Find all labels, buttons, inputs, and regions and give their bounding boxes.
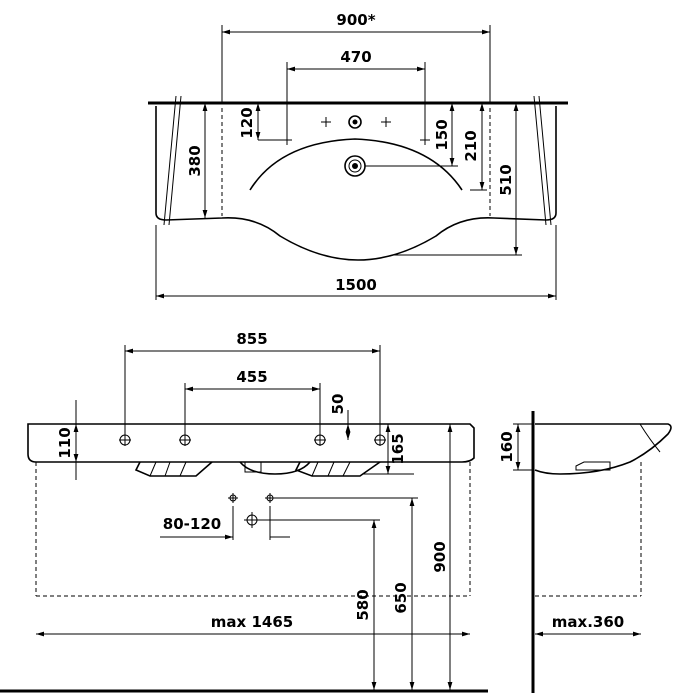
dim-210: 210 [462, 130, 480, 161]
tap-hole [348, 115, 362, 129]
dim-max-360: max.360 [552, 613, 624, 631]
front-view: 855 455 50 110 165 80-120 [0, 330, 488, 693]
dim-50: 50 [329, 394, 347, 415]
dim-855: 855 [236, 330, 267, 348]
dim-80-120: 80-120 [163, 515, 221, 533]
mounting-holes [119, 434, 386, 446]
bowl-outline [249, 138, 463, 191]
top-view: 900* 470 120 380 150 210 510 1500 [148, 11, 568, 300]
break-mark-left [163, 95, 177, 226]
dim-1500: 1500 [335, 276, 377, 294]
dim-380: 380 [186, 145, 204, 176]
dim-120: 120 [238, 107, 256, 138]
dim-900-height: 900 [431, 541, 449, 572]
dim-470: 470 [340, 48, 371, 66]
side-view: 160 max.360 [498, 411, 672, 693]
dim-160: 160 [498, 431, 516, 462]
dim-455: 455 [236, 368, 267, 386]
side-waste [575, 461, 611, 471]
basin-outline-top [155, 106, 557, 261]
basin-underside [134, 461, 381, 477]
basin-front-outline [27, 423, 475, 463]
tap-hole-markers [282, 117, 430, 145]
waste-trap [244, 461, 262, 473]
dim-650: 650 [392, 582, 410, 613]
dim-150: 150 [433, 119, 451, 150]
dim-110: 110 [56, 427, 74, 458]
dim-510: 510 [497, 164, 515, 195]
waste-markers [228, 493, 275, 540]
dim-max-1465: max 1465 [211, 613, 293, 631]
break-mark-right [533, 95, 547, 226]
dim-900: 900* [336, 11, 375, 29]
dim-580: 580 [354, 589, 372, 620]
basin-side-outline [534, 423, 672, 475]
dim-165: 165 [389, 433, 407, 464]
